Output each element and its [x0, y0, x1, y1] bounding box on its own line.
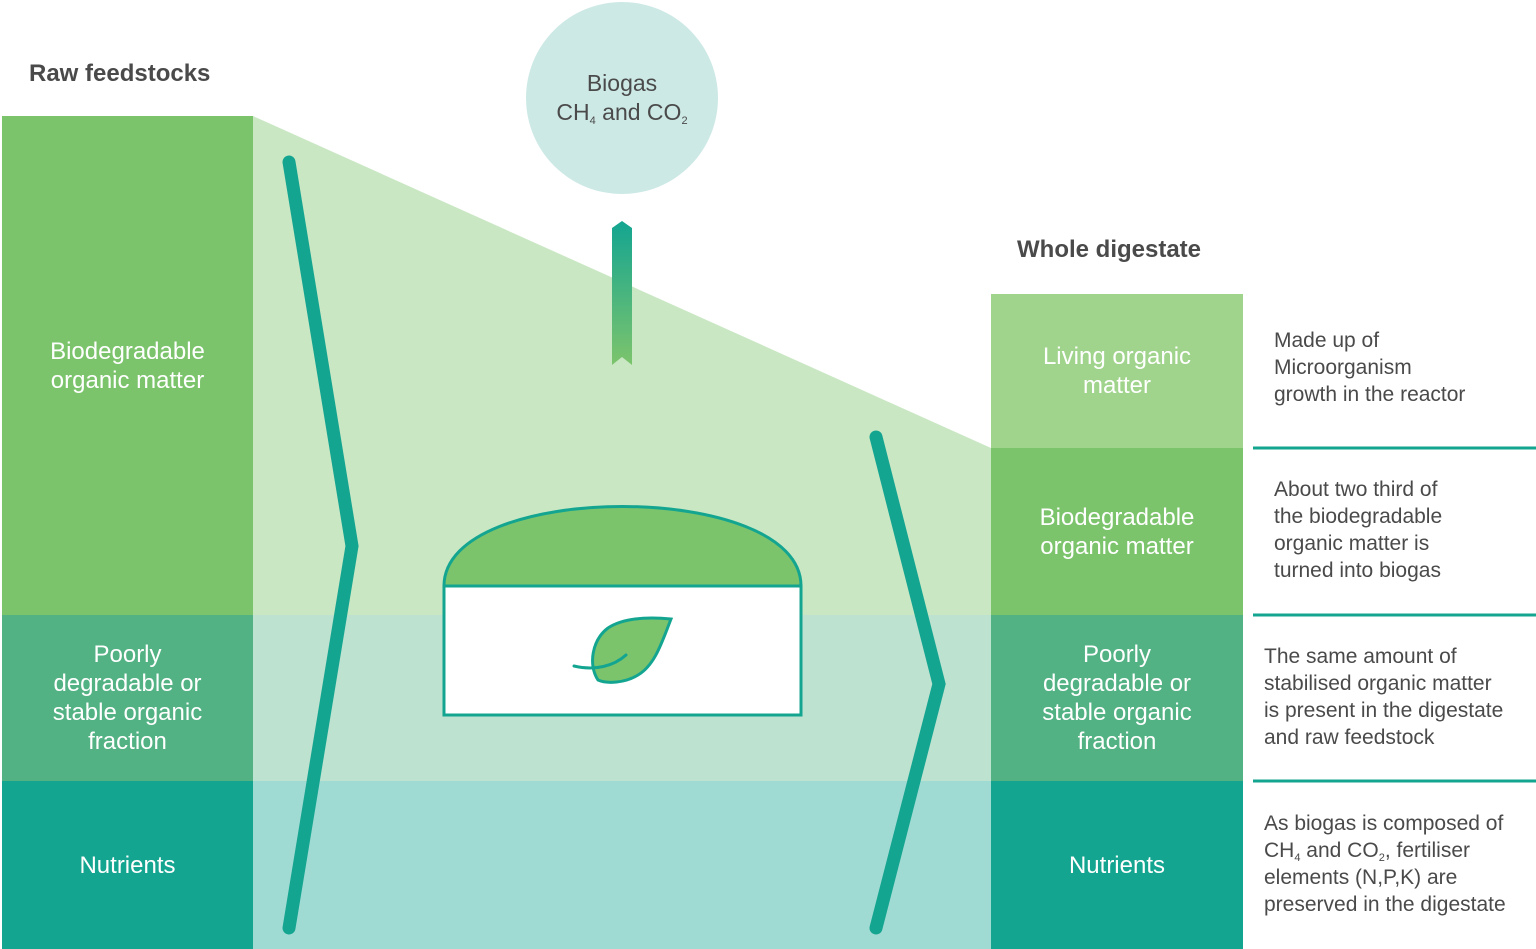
digestate-stable-fraction-block: Poorly degradable or stable organic frac… [991, 615, 1243, 781]
note-line: and raw feedstock [1264, 726, 1435, 749]
biogas-formula: CH4 and CO2 [556, 99, 688, 127]
digester-icon [442, 505, 803, 717]
note-line: turned into biogas [1274, 559, 1441, 582]
chevron-right-icon [869, 430, 946, 935]
raw-stable-fraction-label: Poorly degradable or stable organic frac… [52, 641, 203, 755]
note-line: Made up of [1274, 329, 1380, 352]
digestate-biodegradable-block: Biodegradable organic matter [991, 448, 1243, 615]
digestate-biodegradable-label: Biodegradable organic matter [1039, 503, 1195, 560]
digestate-living-block: Living organic matter [991, 294, 1243, 448]
biodegradable-flow-band [253, 116, 991, 615]
note-line: The same amount of [1264, 645, 1457, 668]
raw-nutrients-label: Nutrients [79, 851, 176, 879]
note-biodegradable: About two third of the biodegradable org… [1274, 476, 1442, 584]
biogas-bubble: Biogas CH4 and CO2 [526, 2, 718, 194]
note-line: As biogas is composed of [1264, 812, 1504, 835]
digestate-living-label: Living organic matter [1042, 343, 1192, 399]
chevron-right-icon [282, 155, 359, 935]
note-line: is present in the digestate [1264, 699, 1504, 722]
note-line: elements (N,P,K) are [1264, 866, 1458, 889]
note-line: organic matter is [1274, 532, 1430, 555]
biogas-title: Biogas [586, 70, 658, 96]
up-arrow-icon [612, 221, 632, 365]
raw-nutrients-block: Nutrients [2, 781, 253, 949]
digestate-nutrients-label: Nutrients [1068, 851, 1166, 879]
nutrients-flow-band [253, 781, 991, 949]
note-line: Microorganism [1274, 356, 1412, 379]
note-stable: The same amount of stabilised organic ma… [1264, 643, 1503, 751]
note-living: Made up of Microorganism growth in the r… [1274, 327, 1465, 408]
raw-stable-fraction-block: Poorly degradable or stable organic frac… [2, 615, 253, 781]
raw-biodegradable-block: Biodegradable organic matter [2, 116, 253, 615]
raw-feedstocks-heading: Raw feedstocks [29, 60, 211, 87]
digestate-stable-fraction-label: Poorly degradable or stable organic frac… [1042, 641, 1192, 755]
note-line: stabilised organic matter [1264, 672, 1492, 695]
note-nutrients: As biogas is composed of CH4 and CO2, fe… [1264, 810, 1506, 918]
leaf-icon [572, 616, 674, 684]
note-line: preserved in the digestate [1264, 893, 1506, 916]
raw-biodegradable-label: Biodegradable organic matter [50, 337, 205, 394]
note-line: About two third of [1274, 478, 1438, 501]
note-line: CH4 and CO2, fertiliser [1264, 839, 1470, 864]
whole-digestate-heading: Whole digestate [1017, 236, 1202, 263]
digestate-nutrients-block: Nutrients [991, 781, 1243, 949]
note-line: the biodegradable [1274, 505, 1443, 528]
note-line: growth in the reactor [1274, 383, 1466, 406]
